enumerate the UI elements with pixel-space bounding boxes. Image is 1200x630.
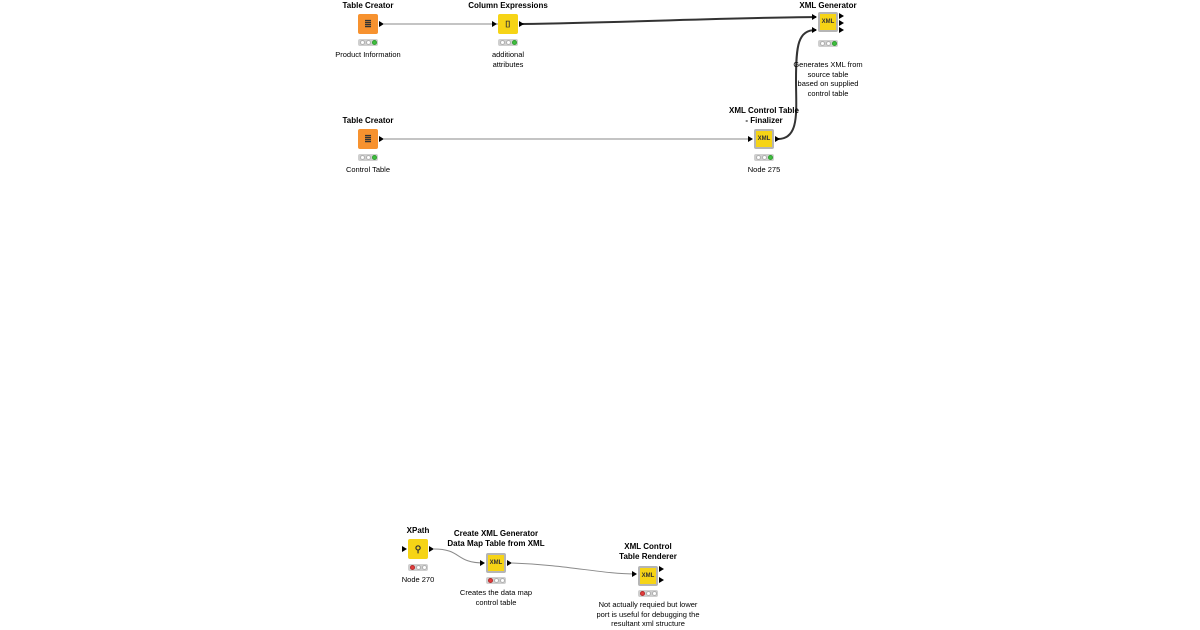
node-xml-control-table-renderer[interactable]: XML Control Table Renderer XML Not actua… <box>597 541 700 630</box>
connection-finalizer-to-xml-generator[interactable] <box>777 29 817 140</box>
output-port-2[interactable] <box>659 577 664 583</box>
output-port[interactable] <box>507 560 512 566</box>
xml-data-map-icon: XML <box>486 553 506 573</box>
output-port-2[interactable] <box>839 20 844 26</box>
connection-xpath-to-data-map[interactable] <box>433 548 485 564</box>
node-xpath[interactable]: XPath ⚲ Node 270 <box>388 525 448 587</box>
node-label[interactable]: Creates the data map control table <box>459 588 533 607</box>
node-title: XML Control Table - Finalizer <box>729 106 799 125</box>
status-light-green <box>511 40 517 45</box>
status-light-yellow <box>365 155 371 160</box>
status-light-red <box>487 578 493 583</box>
status-indicator <box>358 154 378 161</box>
status-indicator <box>358 39 378 46</box>
status-light-red <box>359 155 365 160</box>
node-xml-control-table-finalizer[interactable]: XML Control Table - Finalizer XML Node 2… <box>729 105 799 180</box>
node-column-expressions[interactable]: Column Expressions ⌷ additional attribut… <box>468 0 548 80</box>
node-title: XML Control Table Renderer <box>619 542 677 561</box>
node-title: XML Generator <box>799 1 857 10</box>
status-indicator <box>486 577 506 584</box>
status-indicator <box>408 564 428 571</box>
status-light-red <box>755 155 761 160</box>
node-table-creator-control[interactable]: Table Creator ≣ Control Table <box>338 115 398 185</box>
status-light-green <box>371 40 377 45</box>
status-indicator <box>818 40 838 47</box>
input-port-data[interactable] <box>812 14 817 20</box>
status-light-red <box>819 41 825 46</box>
xpath-icon: ⚲ <box>408 539 428 559</box>
input-port-control[interactable] <box>812 27 817 33</box>
status-light-red <box>499 40 505 45</box>
output-port-1[interactable] <box>659 566 664 572</box>
status-indicator <box>638 590 658 597</box>
node-label[interactable]: Node 270 <box>401 575 435 584</box>
input-port[interactable] <box>402 546 407 552</box>
xml-renderer-icon: XML <box>638 566 658 586</box>
node-title: Table Creator <box>342 116 394 125</box>
node-label[interactable]: Not actually requied but lower port is u… <box>596 600 700 628</box>
status-light-yellow <box>825 41 831 46</box>
xml-generator-icon: XML <box>818 12 838 32</box>
node-title: Table Creator <box>342 1 394 10</box>
status-indicator <box>498 39 518 46</box>
status-light-green <box>831 41 837 46</box>
status-light-red <box>359 40 365 45</box>
node-label[interactable]: additional attributes <box>491 50 525 69</box>
status-light-green <box>421 565 427 570</box>
output-port[interactable] <box>519 21 524 27</box>
status-light-yellow <box>505 40 511 45</box>
table-creator-icon: ≣ <box>358 14 378 34</box>
node-title: XPath <box>406 526 430 535</box>
status-light-green <box>371 155 377 160</box>
status-light-yellow <box>365 40 371 45</box>
node-title: Column Expressions <box>468 1 548 10</box>
status-light-yellow <box>493 578 499 583</box>
node-label[interactable]: Control Table <box>345 165 391 174</box>
node-create-xml-data-map[interactable]: Create XML Generator Data Map Table from… <box>447 528 544 610</box>
output-port[interactable] <box>429 546 434 552</box>
input-port[interactable] <box>480 560 485 566</box>
node-title: Create XML Generator Data Map Table from… <box>447 529 545 548</box>
node-label[interactable]: Generates XML from source table based on… <box>793 60 863 98</box>
input-port[interactable] <box>492 21 497 27</box>
status-light-red <box>409 565 415 570</box>
connection-data-map-to-renderer[interactable] <box>511 562 637 575</box>
status-light-green <box>499 578 505 583</box>
status-light-red <box>639 591 645 596</box>
output-port[interactable] <box>775 136 780 142</box>
output-port-1[interactable] <box>839 13 844 19</box>
xml-finalizer-icon: XML <box>754 129 774 149</box>
node-xml-generator[interactable]: XML Generator XML Generates XML from sou… <box>793 0 862 100</box>
input-port[interactable] <box>748 136 753 142</box>
status-light-green <box>767 155 773 160</box>
status-light-yellow <box>761 155 767 160</box>
status-light-green <box>651 591 657 596</box>
node-label[interactable]: Product Information <box>335 50 401 59</box>
table-creator-icon: ≣ <box>358 129 378 149</box>
status-light-yellow <box>645 591 651 596</box>
output-port-3[interactable] <box>839 27 844 33</box>
output-port[interactable] <box>379 136 384 142</box>
status-indicator <box>754 154 774 161</box>
status-light-yellow <box>415 565 421 570</box>
column-expressions-icon: ⌷ <box>498 14 518 34</box>
node-table-creator-product[interactable]: Table Creator ≣ Product Information <box>335 0 400 70</box>
connection-column-expressions-to-xml-generator[interactable] <box>521 16 817 25</box>
input-port[interactable] <box>632 571 637 577</box>
connections <box>384 16 817 575</box>
output-port[interactable] <box>379 21 384 27</box>
node-label[interactable]: Node 275 <box>747 165 781 174</box>
